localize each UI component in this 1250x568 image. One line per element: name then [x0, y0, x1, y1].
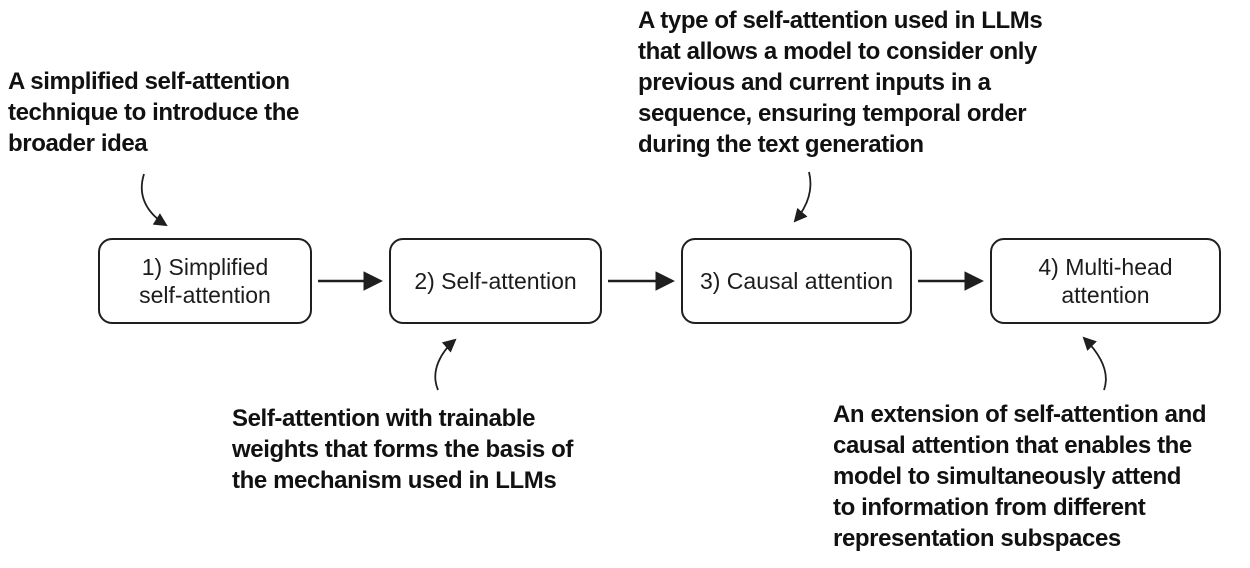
annotation-arrow-2: [793, 171, 812, 223]
annotation-self-attention: Self-attention with trainable weights th…: [232, 405, 573, 494]
annotation-simplified-self-attention: A simplified self-attention technique to…: [8, 68, 299, 157]
annotation-arrow-4: [1082, 336, 1107, 391]
annotation-causal-attention: A type of self-attention used in LLMs th…: [638, 7, 1043, 158]
box-multi-head-attention: 4) Multi-head attention: [990, 238, 1221, 324]
box-simplified-self-attention: 1) Simplified self-attention: [98, 238, 312, 324]
box-self-attention: 2) Self-attention: [389, 238, 602, 324]
annotation-arrow-1: [140, 173, 168, 227]
annotation-multi-head-attention: An extension of self-attention and causa…: [833, 401, 1207, 552]
annotation-arrow-3: [434, 338, 457, 391]
box-causal-attention: 3) Causal attention: [681, 238, 912, 324]
